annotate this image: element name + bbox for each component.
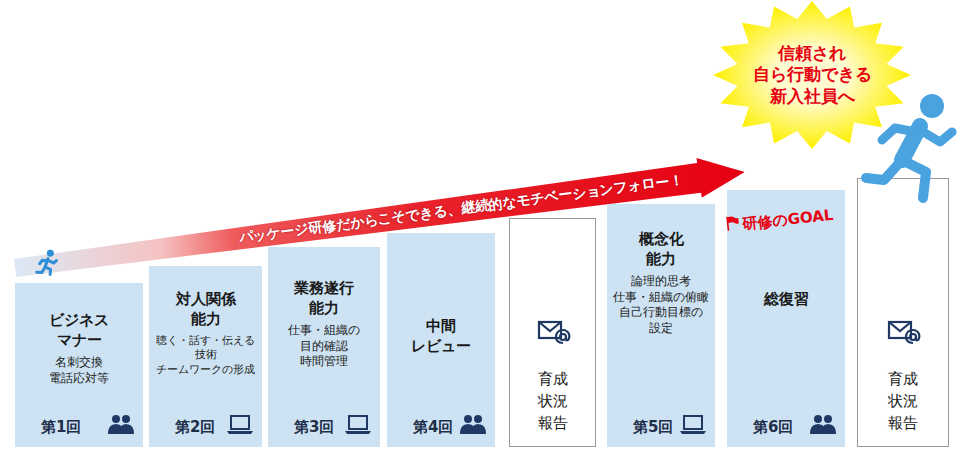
- flag-icon: [725, 215, 741, 236]
- session-column: 対人関係 能力聴く・話す・伝える 技術 チームワークの形成第2回: [149, 266, 262, 447]
- report-box: 育成 状況 報告: [509, 218, 596, 447]
- report-text: 育成 状況 報告: [510, 369, 595, 434]
- skill-detail: 仕事・組織の 目的確認 時間管理: [268, 323, 380, 370]
- session-number: 第2回: [175, 418, 215, 437]
- laptop-icon: [679, 413, 707, 435]
- skill-title: 総復習: [727, 290, 845, 310]
- starburst: 信頼され 自ら行動できる 新入社員へ: [712, 0, 912, 150]
- mail-icon: [537, 319, 571, 345]
- session-column: ビジネス マナー名刺交換 電話応対等第1回: [15, 283, 143, 447]
- laptop-icon: [226, 413, 254, 439]
- goal-text: 信頼され 自ら行動できる 新入社員へ: [753, 43, 872, 107]
- session-number: 第6回: [753, 418, 793, 437]
- laptop-icon: [344, 413, 372, 435]
- skill-title: 対人関係 能力: [149, 290, 262, 329]
- people-icon: [809, 413, 837, 439]
- mail-icon: [537, 319, 571, 349]
- session-number: 第1回: [41, 418, 81, 437]
- skill-title: 業務遂行 能力: [268, 279, 380, 318]
- skill-title: ビジネス マナー: [15, 311, 143, 350]
- mail-icon: [887, 319, 921, 349]
- skill-detail: 聴く・話す・伝える 技術 チームワークの形成: [149, 334, 262, 377]
- report-box: 育成 状況 報告: [857, 178, 949, 447]
- report-text: 育成 状況 報告: [858, 369, 948, 434]
- session-number: 第5回: [633, 418, 673, 437]
- people-icon: [459, 413, 487, 439]
- people-icon: [107, 413, 135, 435]
- laptop-icon: [344, 413, 372, 439]
- mail-icon: [887, 319, 921, 345]
- people-icon: [107, 413, 135, 439]
- skill-title: 中間 レビュー: [387, 317, 495, 356]
- session-number: 第4回: [413, 418, 453, 437]
- session-column: 業務遂行 能力仕事・組織の 目的確認 時間管理第3回: [268, 247, 380, 447]
- skill-detail: 名刺交換 電話応対等: [15, 355, 143, 386]
- people-icon: [809, 413, 837, 435]
- skill-detail: 論理的思考 仕事・組織の俯瞰 自己行動目標の 設定: [607, 274, 715, 336]
- people-icon: [459, 413, 487, 435]
- laptop-icon: [226, 413, 254, 435]
- session-column: 概念化 能力論理的思考 仕事・組織の俯瞰 自己行動目標の 設定第5回: [607, 204, 715, 447]
- session-column: 中間 レビュー第4回: [387, 233, 495, 447]
- session-number: 第3回: [294, 418, 334, 437]
- skill-title: 概念化 能力: [607, 230, 715, 269]
- laptop-icon: [679, 413, 707, 439]
